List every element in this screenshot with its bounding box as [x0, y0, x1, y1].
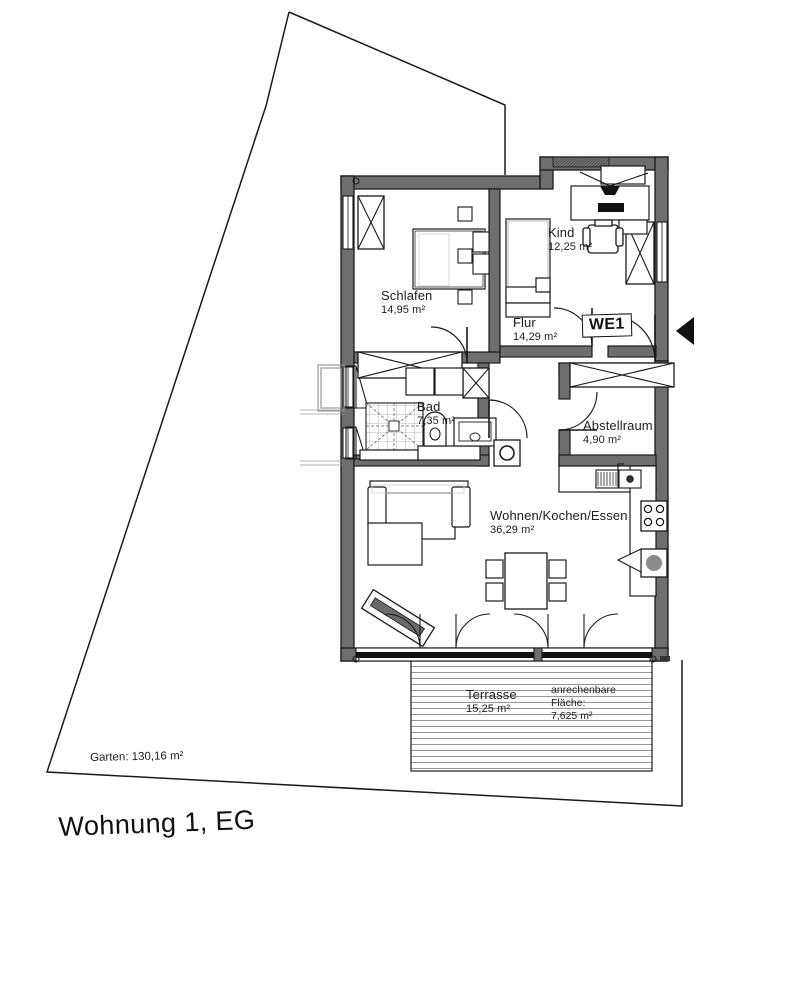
- room-area-terrasse: 15,25 m²: [466, 702, 511, 715]
- terrace-note-line1: anrechenbare: [551, 684, 616, 696]
- room-label-flur: Flur 14,29 m²: [513, 315, 558, 344]
- kitchen-appliance-round: [616, 548, 668, 578]
- room-area-schlafen: 14,95 m²: [381, 303, 426, 316]
- room-name-schlafen: Schlafen: [381, 288, 433, 303]
- room-area-bad: 7,35 m²: [417, 414, 455, 427]
- bath-upper-cabinets: [405, 367, 464, 396]
- terrace-note-line2: Fläche:: [551, 696, 586, 709]
- bath-toilet: [423, 411, 447, 447]
- kitchen-drainer-grooves: [597, 472, 617, 486]
- terrace-countable-area-note: anrechenbare Fläche: 7,625 m²: [551, 684, 616, 722]
- room-area-kind: 12,25 m²: [548, 240, 593, 253]
- child-room-bed: [505, 218, 551, 318]
- room-label-wohnen: Wohnen/Kochen/Essen 36,29 m²: [490, 508, 628, 537]
- room-label-schlafen: Schlafen 14,95 m²: [381, 288, 433, 317]
- room-name-kind: Kind: [548, 225, 575, 240]
- living-sofa: [367, 480, 471, 566]
- garden-area-label: Garten: 130,16 m²: [90, 750, 184, 764]
- kitchen-cooktop: [640, 500, 668, 532]
- room-label-abstellraum: Abstellraum 4,90 m²: [583, 418, 653, 447]
- kitchen-sink: [595, 469, 642, 489]
- room-area-flur: 14,29 m²: [513, 330, 558, 343]
- room-area-wohnen: 36,29 m²: [490, 523, 535, 536]
- room-label-terrasse: Terrasse 15,25 m²: [466, 687, 517, 716]
- room-label-bad: Bad 7,35 m²: [417, 399, 455, 428]
- room-name-wohnen: Wohnen/Kochen/Essen: [490, 508, 628, 523]
- bedroom-nightstands: [457, 206, 490, 305]
- child-room-chair: [582, 219, 624, 254]
- entrance-arrow-icon: [676, 317, 694, 345]
- wall-hatch-detail: [552, 156, 610, 168]
- dining-table: [504, 552, 548, 610]
- corner-tick: [660, 656, 670, 661]
- living-diagonal-furniture: [360, 588, 436, 648]
- room-name-abstellraum: Abstellraum: [583, 418, 653, 433]
- window-glazing: [347, 196, 663, 458]
- room-name-bad: Bad: [417, 399, 441, 414]
- terrace-note-line3: 7,625 m²: [551, 709, 593, 722]
- room-name-flur: Flur: [513, 315, 536, 330]
- bath-tub-counter: [359, 445, 481, 461]
- property-boundary: [45, 11, 683, 807]
- room-name-terrasse: Terrasse: [466, 687, 517, 702]
- dining-chairs: [485, 559, 567, 602]
- left-window-projection: [317, 364, 345, 412]
- room-area-abstellraum: 4,90 m²: [583, 433, 621, 446]
- unit-badge-we1: WE1: [581, 313, 632, 338]
- corner-markers: [352, 177, 657, 663]
- room-label-kind: Kind 12,25 m²: [548, 225, 593, 254]
- left-wall-guide-lines: [300, 409, 343, 466]
- terrace-deck: [410, 659, 653, 772]
- child-room-monitor: [579, 171, 649, 212]
- bath-washing-machine: [493, 439, 521, 467]
- terrace-doors: [355, 613, 653, 662]
- kitchen-faucet: [617, 463, 624, 470]
- bath-shower: [365, 402, 424, 451]
